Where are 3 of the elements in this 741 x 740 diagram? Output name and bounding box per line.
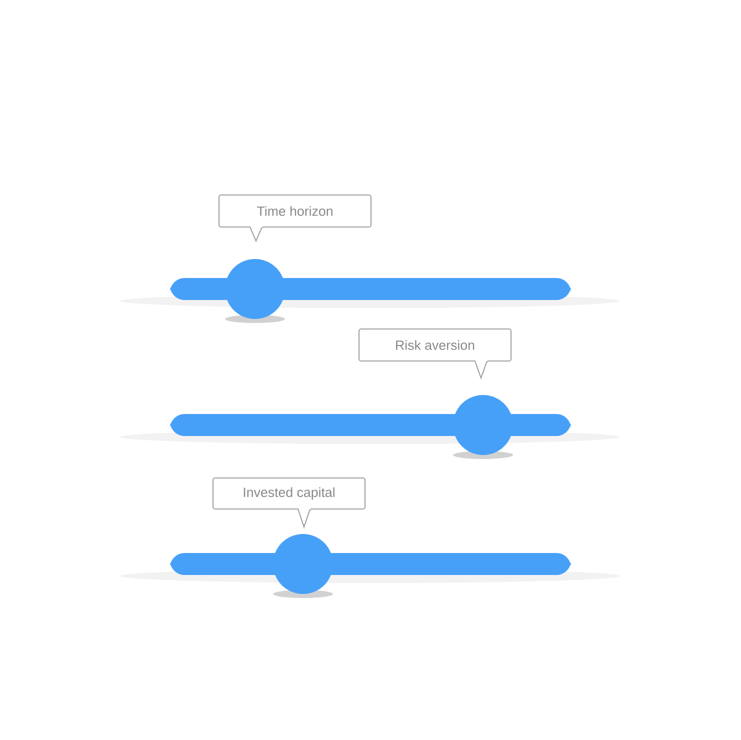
callout-box: Time horizon (218, 194, 372, 242)
callout-box: Invested capital (212, 477, 366, 528)
callout-box: Risk aversion (358, 328, 512, 379)
